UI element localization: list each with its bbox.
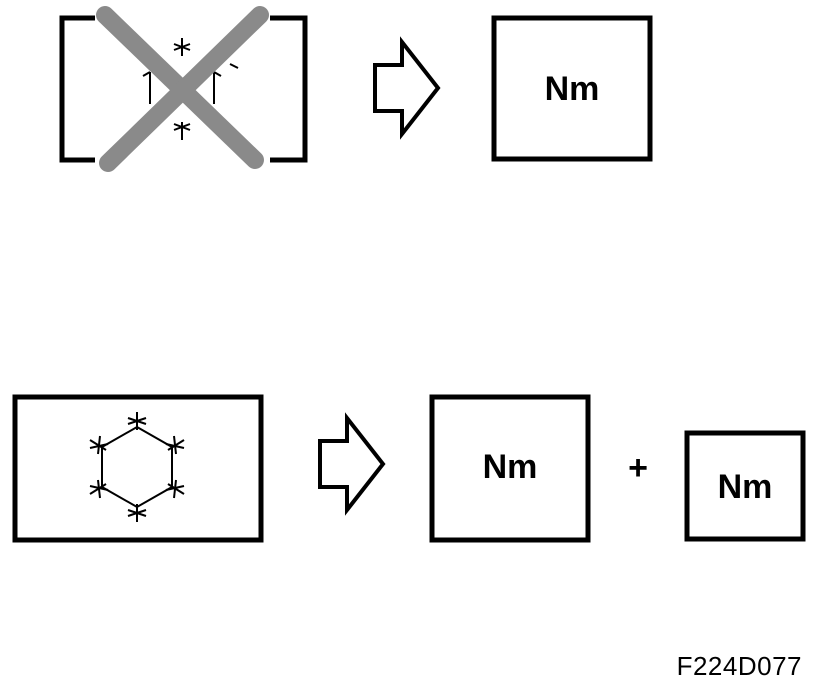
plus-operator: + — [628, 449, 648, 487]
crossed-out-icon — [96, 6, 269, 172]
torque-box-single — [491, 15, 653, 162]
right-arrow-icon — [373, 36, 441, 140]
torque-label-single: Nm — [545, 70, 600, 108]
torque-box-additional — [684, 430, 806, 542]
hexagon-bolt-pattern-icon — [89, 412, 185, 522]
torque-label-primary: Nm — [483, 448, 538, 486]
torque-box-primary — [429, 394, 591, 543]
figure-code: F224D077 — [676, 651, 802, 681]
wrong-bolt-pattern-icon — [142, 38, 239, 140]
row-incorrect: Nm — [59, 6, 653, 172]
row-correct: Nm + Nm — [12, 394, 806, 543]
wrong-bracket-box — [59, 15, 308, 163]
torque-label-additional: Nm — [718, 468, 773, 506]
right-arrow-icon — [318, 412, 386, 516]
